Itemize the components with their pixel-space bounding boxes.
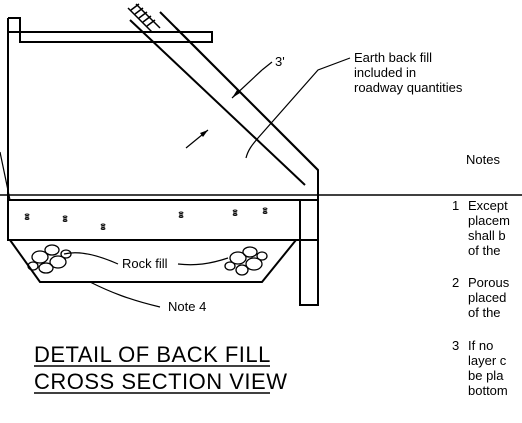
note2-line3: of the [468,305,501,320]
top-rail-hatch [127,3,161,33]
rock-cluster-left [27,244,72,274]
wall-stem [299,199,319,306]
aggregate-symbols: ⴻ ⴻ ⴻ ⴻ ⴻ ⴻ [24,206,268,232]
note3-line1: If no [468,338,493,353]
rock-fill-label: Rock fill [122,256,168,271]
wall-outline [7,11,319,201]
rock-fill-leader-left [63,252,119,265]
earth-backfill-label-line3: roadway quantities [354,80,463,95]
title-line2: CROSS SECTION VIEW [34,369,287,394]
svg-text:ⴻ: ⴻ [232,208,238,218]
note1-line2: placem [468,213,510,228]
note3-number: 3 [452,338,459,353]
left-leader [0,151,11,201]
trench-outline [9,239,297,283]
note3-line2: layer c [468,353,507,368]
porous-layer-box [7,199,319,241]
earth-backfill-label-line1: Earth back fill [354,50,432,65]
svg-text:ⴻ: ⴻ [262,206,268,216]
note4-label: Note 4 [168,299,206,314]
backfill-slope-outer [175,27,319,171]
note1-line4: of the [468,243,501,258]
notes-heading: Notes [466,152,500,167]
svg-text:ⴻ: ⴻ [24,212,30,222]
svg-text:ⴻ: ⴻ [62,214,68,224]
earth-backfill-label-line2: included in [354,65,416,80]
note4-leader [89,281,161,308]
dimension-3ft: 3' [185,54,285,149]
wall-cap [7,17,213,43]
note2-number: 2 [452,275,459,290]
rock-cluster-right [224,246,268,276]
svg-text:ⴻ: ⴻ [100,222,106,232]
rock-fill-leader-right [177,257,229,266]
backfill-wall-body [7,11,319,201]
note2-line1: Porous [468,275,510,290]
note3-line3: be pla [468,368,504,383]
svg-text:ⴻ: ⴻ [178,210,184,220]
note3-line4: bottom [468,383,508,398]
earth-backfill-leader [245,57,351,159]
note2-line2: placed [468,290,506,305]
backfill-slope-inner [129,19,306,186]
footing [7,199,319,306]
title-line1: DETAIL OF BACK FILL [34,342,271,367]
note1-line3: shall b [468,228,506,243]
note1-line1: Except [468,198,508,213]
rock-fill-trench [9,239,297,283]
note1-number: 1 [452,198,459,213]
dimension-label: 3' [275,54,285,69]
